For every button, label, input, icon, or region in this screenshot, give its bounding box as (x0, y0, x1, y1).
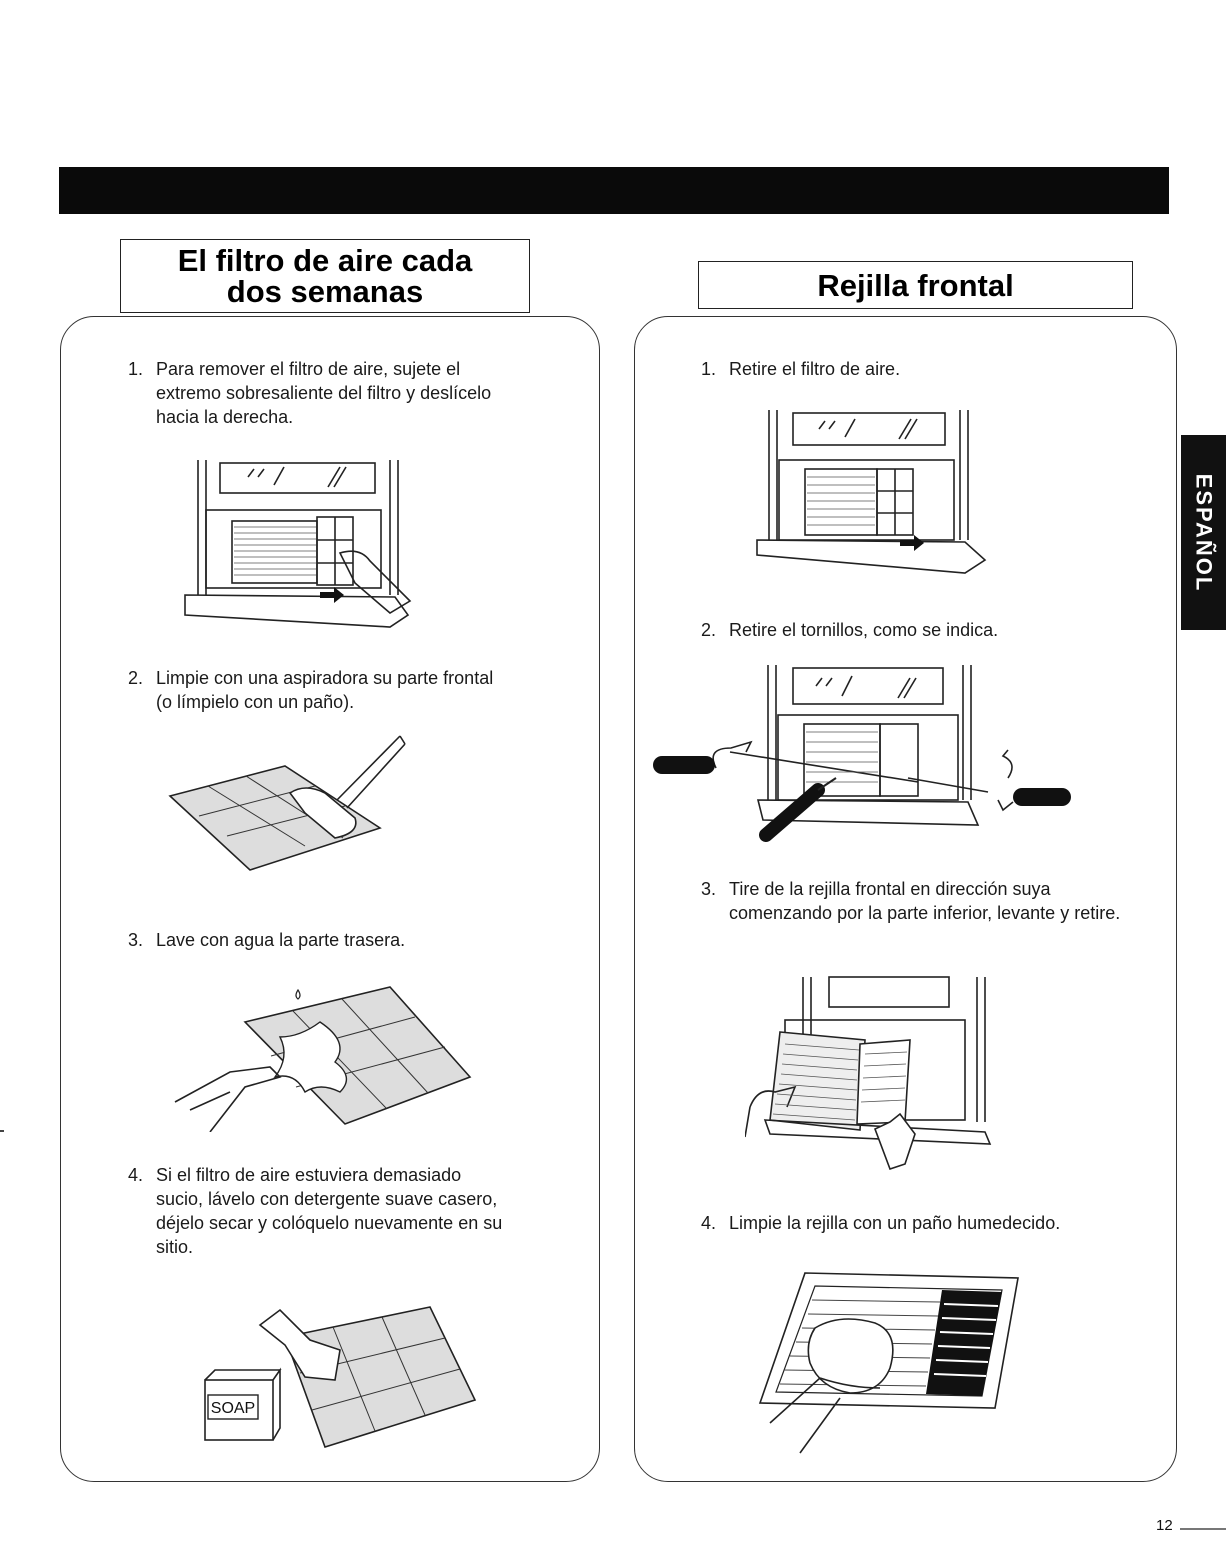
step-number: 4. (128, 1163, 143, 1187)
step-number: 3. (701, 877, 716, 901)
pull-grille-illustration (745, 972, 995, 1182)
filter-step-2: 2. Limpie con una aspiradora su parte fr… (128, 666, 508, 714)
step-text: Retire el tornillos, como se indica. (729, 618, 1141, 642)
step-number: 4. (701, 1211, 716, 1235)
step-number: 2. (701, 618, 716, 642)
language-tab: ESPAÑOL (1181, 435, 1226, 630)
screwdriver-screws-illustration (648, 660, 1073, 850)
edge-line (1180, 1528, 1226, 1530)
wipe-grille-illustration (740, 1268, 1025, 1458)
vacuum-filter-illustration (165, 728, 415, 878)
step-text: Retire el filtro de aire. (729, 357, 1141, 381)
step-text: Tire de la rejilla frontal en dirección … (729, 877, 1141, 925)
step-text: Lave con agua la parte trasera. (156, 928, 508, 952)
water-rinse-filter-illustration (170, 982, 480, 1132)
grille-step-1: 1. Retire el filtro de aire. (701, 357, 1141, 381)
section-title-grille: Rejilla frontal (698, 261, 1133, 309)
section-title-grille-text: Rejilla frontal (817, 270, 1013, 301)
language-tab-label: ESPAÑOL (1191, 473, 1217, 592)
filter-step-1: 1. Para remover el filtro de aire, sujet… (128, 357, 508, 429)
step-number: 1. (701, 357, 716, 381)
window-unit-filter-slide-illustration (180, 455, 420, 635)
section-title-filter-line1: El filtro de aire cada (178, 245, 473, 276)
grille-step-4: 4. Limpie la rejilla con un paño humedec… (701, 1211, 1141, 1235)
remove-filter-illustration (755, 405, 995, 575)
step-text: Si el filtro de aire estuviera demasiado… (156, 1163, 508, 1259)
step-number: 3. (128, 928, 143, 952)
step-text: Limpie la rejilla con un paño humedecido… (729, 1211, 1141, 1235)
section-title-filter-line2: dos semanas (227, 276, 423, 307)
soap-wash-filter-illustration: SOAP (200, 1305, 480, 1455)
filter-step-3: 3. Lave con agua la parte trasera. (128, 928, 508, 952)
page-number: 12 (1156, 1517, 1173, 1534)
edge-mark (0, 1130, 4, 1132)
grille-step-3: 3. Tire de la rejilla frontal en direcci… (701, 877, 1141, 925)
header-bar (59, 167, 1169, 214)
grille-step-2: 2. Retire el tornillos, como se indica. (701, 618, 1141, 642)
step-number: 2. (128, 666, 143, 690)
soap-box-label: SOAP (211, 1400, 255, 1417)
step-text: Para remover el filtro de aire, sujete e… (156, 357, 508, 429)
step-number: 1. (128, 357, 143, 381)
section-title-filter: El filtro de aire cada dos semanas (120, 239, 530, 313)
step-text: Limpie con una aspiradora su parte front… (156, 666, 508, 714)
filter-step-4: 4. Si el filtro de aire estuviera demasi… (128, 1163, 508, 1259)
